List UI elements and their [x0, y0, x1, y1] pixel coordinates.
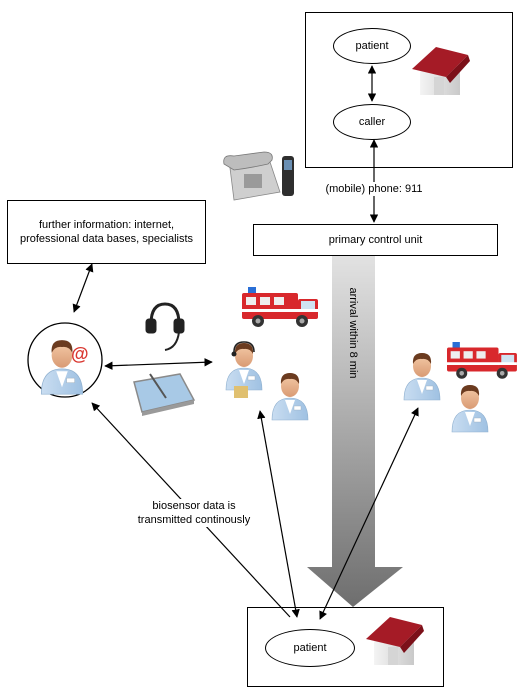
primary-control-label: primary control unit [328, 234, 423, 246]
paramedic-icon [271, 372, 309, 421]
doctor-email-icon: @ [27, 322, 103, 398]
headset-icon [145, 302, 185, 351]
patient-ellipse-top: patient [333, 28, 411, 64]
arrow-doctor-dispatcher [104, 358, 213, 370]
phone-label: (mobile) phone: 911 [318, 182, 430, 196]
patient-label-top: patient [355, 40, 389, 52]
arrow-patient-team [319, 407, 419, 620]
caller-label: caller [358, 116, 386, 128]
paramedic-icon [403, 352, 441, 401]
tablet-icon [133, 373, 196, 416]
ambulance-icon [447, 342, 517, 379]
dispatcher-doctor-icon [225, 341, 263, 398]
patient-label-bottom: patient [293, 642, 327, 654]
bottom-location-box [247, 607, 444, 687]
biosensor-label: biosensor data is transmitted continousl… [130, 499, 258, 527]
patient-ellipse-bottom: patient [265, 629, 355, 667]
further-info-text: further information: internet, professio… [19, 219, 194, 245]
svg-text:@: @ [71, 344, 89, 364]
arrow-info-doctor [72, 263, 94, 313]
ambulance-icon [242, 287, 318, 327]
telephone-icon [223, 151, 294, 201]
caller-ellipse: caller [333, 104, 411, 140]
further-info-box: further information: internet, professio… [7, 200, 206, 264]
primary-control-unit-box: primary control unit [253, 224, 498, 256]
arrow-patient-dispatcher [257, 410, 300, 618]
paramedic-icon [451, 384, 489, 433]
top-location-box [305, 12, 513, 168]
arrival-label: arrival within 8 min [347, 287, 359, 379]
